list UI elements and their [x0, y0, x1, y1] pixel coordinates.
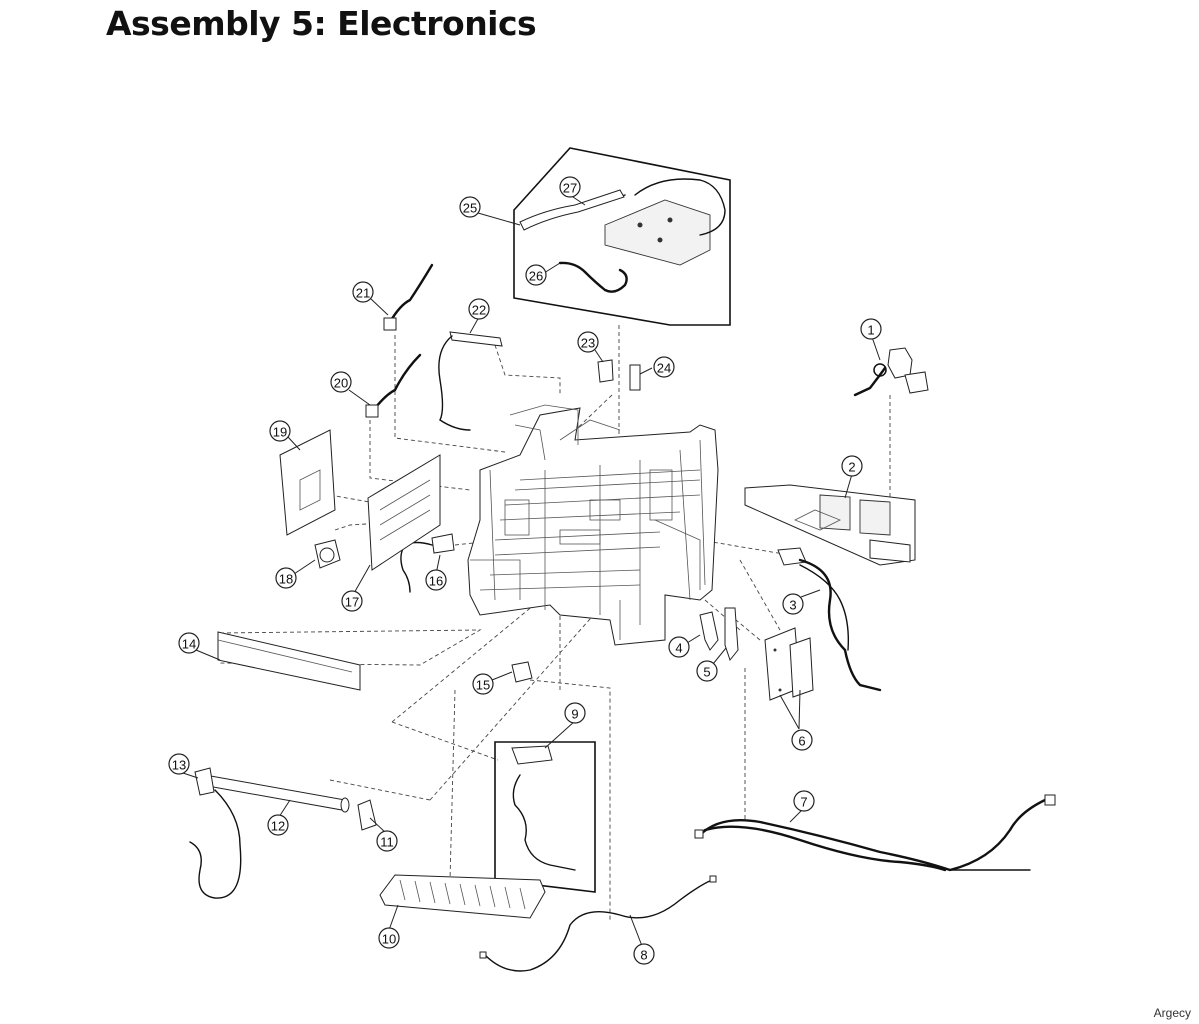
callout-22: 22 — [468, 298, 490, 320]
callout-label: 18 — [279, 572, 293, 587]
callout-3: 3 — [782, 593, 804, 615]
callout-label: 5 — [703, 665, 710, 680]
callout-15: 15 — [472, 673, 494, 695]
callout-16: 16 — [425, 569, 447, 591]
callout-label: 13 — [172, 758, 186, 773]
callout-label: 11 — [380, 835, 394, 850]
callout-25: 25 — [459, 196, 481, 218]
callout-26: 26 — [525, 264, 547, 286]
callout-6: 6 — [791, 729, 813, 751]
callout-label: 2 — [848, 460, 855, 475]
callout-label: 22 — [472, 303, 486, 318]
callout-label: 23 — [581, 336, 595, 351]
callout-label: 1 — [867, 323, 874, 338]
callout-label: 6 — [798, 734, 805, 749]
callout-label: 27 — [563, 181, 577, 196]
callout-2: 2 — [841, 455, 863, 477]
callout-label: 12 — [271, 819, 285, 834]
part-8-cable — [479, 875, 717, 972]
callout-1: 1 — [860, 318, 882, 340]
watermark-text: Argecy — [1153, 1006, 1191, 1020]
callout-4: 4 — [668, 636, 690, 658]
part-5-bracket — [724, 607, 739, 662]
part-10-paper-guide — [379, 874, 546, 919]
callout-label: 25 — [463, 201, 477, 216]
callout-label: 16 — [429, 574, 443, 589]
callout-5: 5 — [696, 660, 718, 682]
callout-label: 24 — [657, 361, 671, 376]
callout-label: 3 — [789, 598, 796, 613]
callout-label: 9 — [571, 707, 578, 722]
callout-12: 12 — [267, 814, 289, 836]
callout-label: 15 — [476, 678, 490, 693]
callout-label: 26 — [529, 269, 543, 284]
part-7-harness-cable — [694, 794, 1056, 872]
part-13-bracket — [189, 767, 242, 899]
callout-label: 19 — [273, 425, 287, 440]
part-3-cable — [777, 547, 882, 692]
callout-label: 20 — [334, 376, 348, 391]
page-title: Assembly 5: Electronics — [106, 4, 537, 43]
callout-label: 7 — [800, 795, 807, 810]
part-17-circuit-board — [367, 454, 441, 571]
callout-label: 10 — [382, 932, 396, 947]
part-4-bracket — [699, 611, 719, 651]
part-11-bracket — [357, 799, 377, 831]
part-21-cable — [383, 263, 434, 331]
callout-7: 7 — [793, 790, 815, 812]
part-16-sensor-cable — [400, 533, 455, 593]
callout-13: 13 — [168, 753, 190, 775]
part-9-sensor-kit — [494, 741, 596, 893]
part-23-sensor — [597, 359, 614, 383]
callout-label: 4 — [675, 641, 682, 656]
part-20-cable — [365, 353, 422, 418]
callout-18: 18 — [275, 567, 297, 589]
callout-17: 17 — [341, 590, 363, 612]
controller-board-kit-box — [513, 147, 731, 326]
part-6-shield-plates — [764, 627, 814, 701]
part-18-motor — [314, 539, 341, 569]
callout-14: 14 — [178, 632, 200, 654]
callout-23: 23 — [577, 331, 599, 353]
callout-8: 8 — [633, 943, 655, 965]
part-2-controller-board — [744, 484, 916, 566]
printer-frame — [467, 404, 719, 646]
part-1-power-switch — [853, 347, 929, 397]
callout-label: 14 — [182, 637, 196, 652]
callout-19: 19 — [269, 420, 291, 442]
callout-11: 11 — [376, 830, 398, 852]
callout-label: 21 — [356, 286, 370, 301]
part-14-shield-plate — [217, 631, 361, 691]
callout-21: 21 — [352, 281, 374, 303]
callout-20: 20 — [330, 371, 352, 393]
callout-24: 24 — [653, 356, 675, 378]
callout-label: 8 — [640, 948, 647, 963]
callout-10: 10 — [378, 927, 400, 949]
callout-label: 17 — [345, 595, 359, 610]
part-22-sensor-cable — [438, 331, 503, 431]
callout-27: 27 — [559, 176, 581, 198]
part-12-roller — [201, 773, 350, 813]
callout-9: 9 — [564, 702, 586, 724]
part-24-bracket — [629, 364, 641, 391]
callout-leaders — [179, 194, 881, 947]
part-19-plate — [279, 429, 336, 536]
part-15-switch — [511, 661, 533, 683]
